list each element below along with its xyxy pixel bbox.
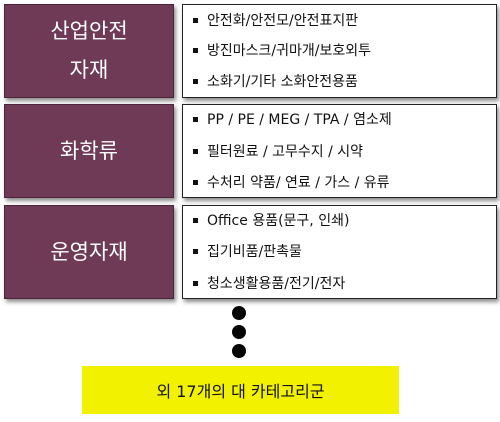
ellipsis-dot-icon (232, 325, 246, 339)
list-item: PP / PE / MEG / TPA / 염소제 (193, 112, 392, 128)
ellipsis-dot-icon (232, 344, 246, 358)
category-label: 산업안전 (50, 19, 128, 43)
bullet-icon (193, 179, 198, 185)
list-item: 집기비품/판촉물 (193, 244, 302, 260)
category-box-chemical: 화학류 (4, 104, 174, 198)
list-item: 청소생활용품/전기/전자 (193, 276, 345, 292)
bullet-icon (193, 47, 198, 53)
bullet-icon (193, 280, 198, 286)
list-item: 안전화/안전모/안전표지판 (193, 13, 358, 29)
footer-text: 외 17개의 대 카테고리군 (156, 382, 325, 401)
bullet-icon (193, 116, 198, 122)
item-list-chemical: PP / PE / MEG / TPA / 염소제 필터원료 / 고무수지 / … (182, 104, 497, 198)
bullet-icon (193, 78, 198, 84)
category-box-safety: 산업안전 자재 (4, 4, 174, 98)
ellipsis-dot-icon (232, 306, 246, 320)
list-item: 수처리 약품/ 연료 / 가스 / 유류 (193, 175, 390, 191)
bullet-icon (193, 148, 198, 154)
bullet-icon (193, 17, 198, 23)
item-list-operation: Office 용품(문구, 인쇄) 집기비품/판촉물 청소생활용품/전기/전자 (182, 205, 497, 299)
list-item: 소화기/기타 소화안전용품 (193, 74, 358, 90)
item-list-safety: 안전화/안전모/안전표지판 방진마스크/귀마개/보호외투 소화기/기타 소화안전… (182, 4, 497, 98)
bullet-icon (193, 217, 198, 223)
list-item: 필터원료 / 고무수지 / 시약 (193, 144, 363, 160)
list-item: Office 용품(문구, 인쇄) (193, 213, 349, 229)
category-label: 화학류 (60, 138, 118, 163)
bullet-icon (193, 248, 198, 254)
category-label: 운영자재 (50, 239, 128, 264)
category-label: 자재 (69, 58, 109, 82)
category-box-operation: 운영자재 (4, 205, 174, 299)
footer-summary-box: 외 17개의 대 카테고리군 (82, 366, 399, 414)
list-item: 방진마스크/귀마개/보호외투 (193, 43, 371, 59)
